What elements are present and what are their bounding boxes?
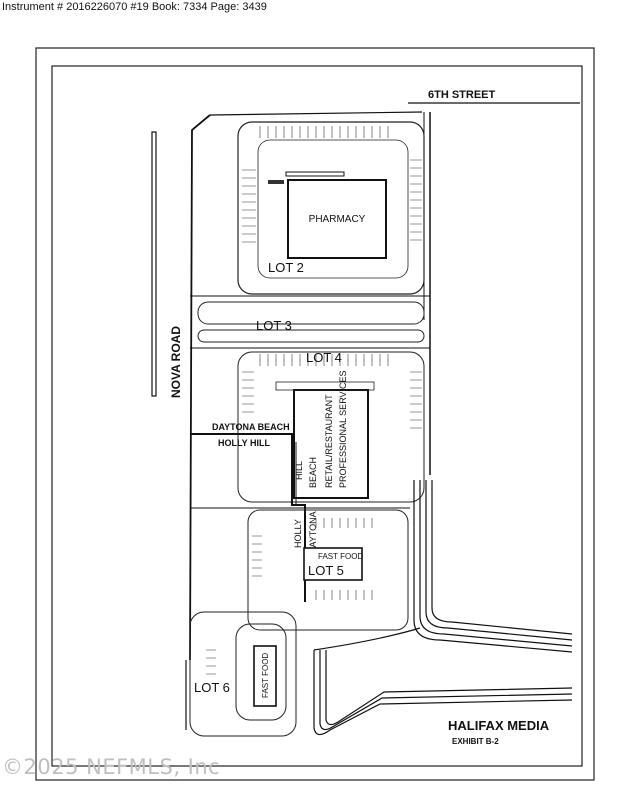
east-access-drive bbox=[313, 480, 573, 736]
nova-road-label: NOVA ROAD bbox=[169, 326, 183, 398]
outer-border bbox=[35, 47, 595, 781]
pharmacy-building bbox=[287, 179, 387, 259]
instrument-header: Instrument # 2016226070 #19 Book: 7334 P… bbox=[2, 1, 267, 13]
fast-food-lot5-building bbox=[303, 547, 363, 581]
fast-food-lot5-label: FAST FOOD bbox=[318, 552, 363, 561]
retail-label-2: PROFESSIONAL SERVICES bbox=[338, 370, 348, 488]
lot5-label: LOT 5 bbox=[308, 563, 344, 578]
watermark: ©2025 NEFMLS, Inc bbox=[2, 755, 221, 779]
lot3-label: LOT 3 bbox=[256, 318, 292, 333]
lot4-label: LOT 4 bbox=[306, 350, 342, 365]
site-west-edge bbox=[189, 114, 211, 661]
inner-border bbox=[51, 65, 583, 767]
exhibit-label: EXHIBIT B-2 bbox=[452, 737, 499, 746]
lot2-parking-loop bbox=[237, 121, 425, 295]
lot2-label: LOT 2 bbox=[268, 260, 304, 275]
halifax-media-label: HALIFAX MEDIA bbox=[448, 718, 550, 733]
beach-vertical-label: BEACH bbox=[308, 457, 318, 488]
pharmacy-label: PHARMACY bbox=[309, 214, 366, 225]
lot6-label: LOT 6 bbox=[194, 680, 230, 695]
lot4-stalls bbox=[242, 354, 422, 429]
sixth-street-label: 6TH STREET bbox=[428, 89, 496, 101]
lot2-stalls bbox=[242, 126, 422, 243]
holly-vertical-label: HOLLY bbox=[293, 519, 303, 548]
retail-building bbox=[293, 389, 369, 499]
retail-label-1: RETAIL/RESTAURANT bbox=[324, 394, 334, 488]
hill-vertical-label: HILL bbox=[294, 461, 304, 480]
site-north-edge bbox=[209, 111, 423, 116]
nova-road-median bbox=[151, 131, 157, 397]
daytona-beach-label: DAYTONA BEACH bbox=[212, 422, 290, 432]
city-boundary bbox=[190, 433, 306, 602]
holly-hill-label: HOLLY HILL bbox=[218, 438, 271, 448]
fast-food-lot6-label: FAST FOOD bbox=[261, 653, 270, 698]
daytona-vertical-label: DAYTONA bbox=[308, 511, 318, 554]
fast-food-lot6-building bbox=[253, 645, 277, 707]
